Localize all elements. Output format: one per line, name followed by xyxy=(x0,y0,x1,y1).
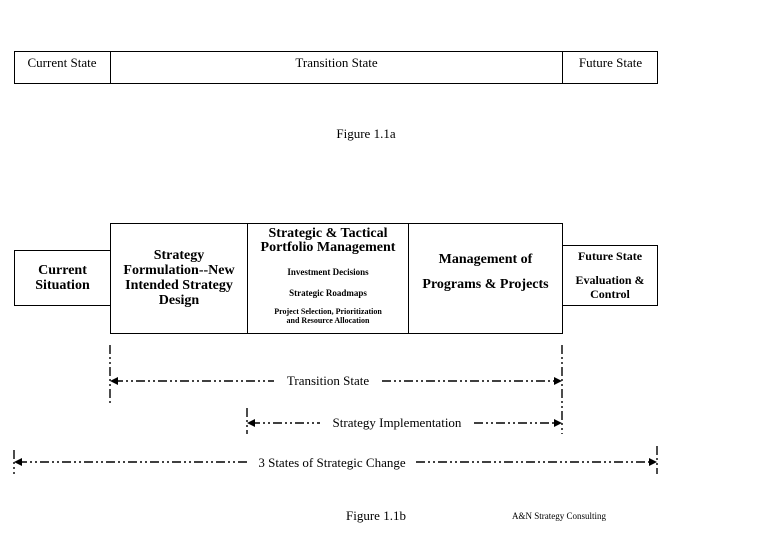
fig-a-caption: Figure 1.1a xyxy=(336,126,396,141)
fig-a-transition-state: Transition State xyxy=(295,55,378,70)
transition-arrowhead-right xyxy=(554,377,562,385)
consulting-credit: A&N Strategy Consulting xyxy=(512,511,606,521)
portfolio-management-title: Strategic & Tactical Portfolio Managemen… xyxy=(260,226,396,255)
evaluation-control-label: Evaluation & Control xyxy=(575,273,645,301)
strategy-formulation-label: Strategy Formulation--New Intended Strat… xyxy=(123,248,235,308)
fig-a-current-state: Current State xyxy=(27,55,97,70)
main-divider-1 xyxy=(247,223,248,334)
transition-state-arrow-label: Transition State xyxy=(286,373,370,388)
fig-a-divider-2 xyxy=(562,51,563,84)
current-situation-box xyxy=(14,250,111,306)
main-divider-2 xyxy=(408,223,409,334)
transition-arrowhead-left xyxy=(110,377,118,385)
strategic-roadmaps: Strategic Roadmaps xyxy=(289,288,367,298)
implementation-arrowhead-right xyxy=(554,419,562,427)
future-state-label: Future State xyxy=(577,249,643,263)
states-arrowhead-left xyxy=(14,458,22,466)
investment-decisions: Investment Decisions xyxy=(287,267,369,277)
fig-a-future-state: Future State xyxy=(578,55,643,70)
current-situation-label: Current Situation xyxy=(35,263,90,293)
fig-a-bar xyxy=(14,51,658,84)
project-selection: Project Selection, Prioritization and Re… xyxy=(274,307,382,325)
implementation-arrowhead-left xyxy=(247,419,255,427)
fig-a-divider-1 xyxy=(110,51,111,84)
programs-projects-label: Management of Programs & Projects xyxy=(422,252,549,292)
three-states-arrow-label: 3 States of Strategic Change xyxy=(258,455,406,470)
strategy-implementation-arrow-label: Strategy Implementation xyxy=(332,415,462,430)
states-arrowhead-right xyxy=(649,458,657,466)
future-state-box xyxy=(562,245,658,306)
fig-b-caption: Figure 1.1b xyxy=(346,508,406,523)
